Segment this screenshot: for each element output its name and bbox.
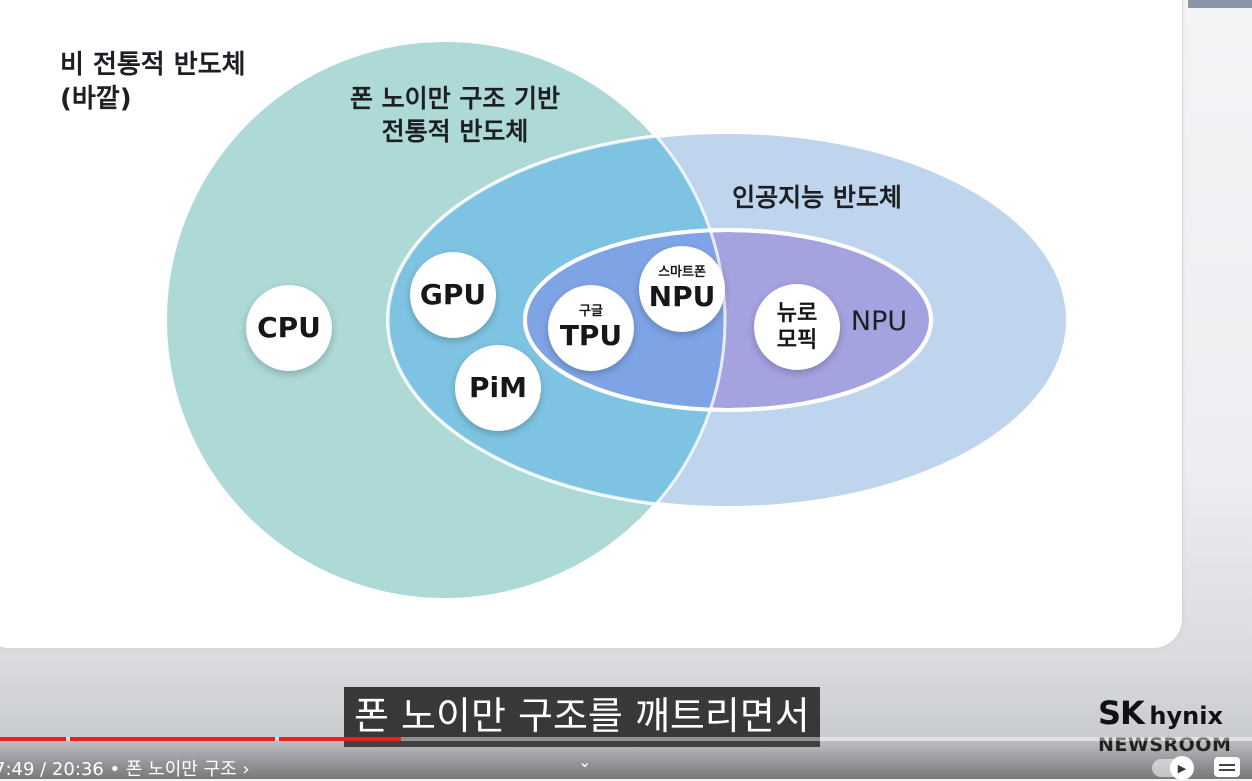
ai-traditional-overlap: [388, 132, 725, 508]
traditional-semiconductor-label: 폰 노이만 구조 기반 전통적 반도체: [349, 84, 561, 146]
player-controls: [0, 741, 1252, 779]
ai-semiconductor-label: 인공지능 반도체: [732, 183, 902, 212]
play-icon[interactable]: ▶: [1170, 756, 1194, 780]
npu-label: NPU: [850, 306, 908, 337]
progress-played: [70, 737, 275, 741]
chapter-link[interactable]: • 폰 노이만 구조 ›: [109, 759, 250, 780]
progress-played: [0, 737, 66, 741]
smartphone-npu-chip: 스마트폰 NPU: [639, 246, 725, 332]
npu-traditional-overlap: [525, 230, 725, 410]
cpu-chip: CPU: [246, 285, 332, 371]
corner-thumbnail: [1188, 0, 1252, 8]
neuromorphic-chip: 뉴로 모픽: [754, 284, 840, 370]
google-tpu-chip: 구글 TPU: [548, 285, 634, 371]
pim-chip: PiM: [455, 345, 541, 431]
time-text: 7:49 / 20:36: [0, 759, 104, 780]
video-subtitle: 폰 노이만 구조를 깨트리면서: [344, 687, 820, 747]
progress-bar[interactable]: [0, 737, 1252, 741]
time-display: 7:49 / 20:36 • 폰 노이만 구조 ›: [0, 755, 250, 781]
subtitles-icon[interactable]: [1214, 757, 1240, 777]
sk-hynix-newsroom-logo: SK hynix NEWSROOM: [1098, 694, 1231, 756]
progress-played: [279, 737, 401, 741]
chevron-down-icon[interactable]: ⌄: [578, 752, 592, 771]
non-traditional-label: 비 전통적 반도체 (바깥): [60, 50, 246, 114]
gpu-chip: GPU: [410, 252, 496, 338]
